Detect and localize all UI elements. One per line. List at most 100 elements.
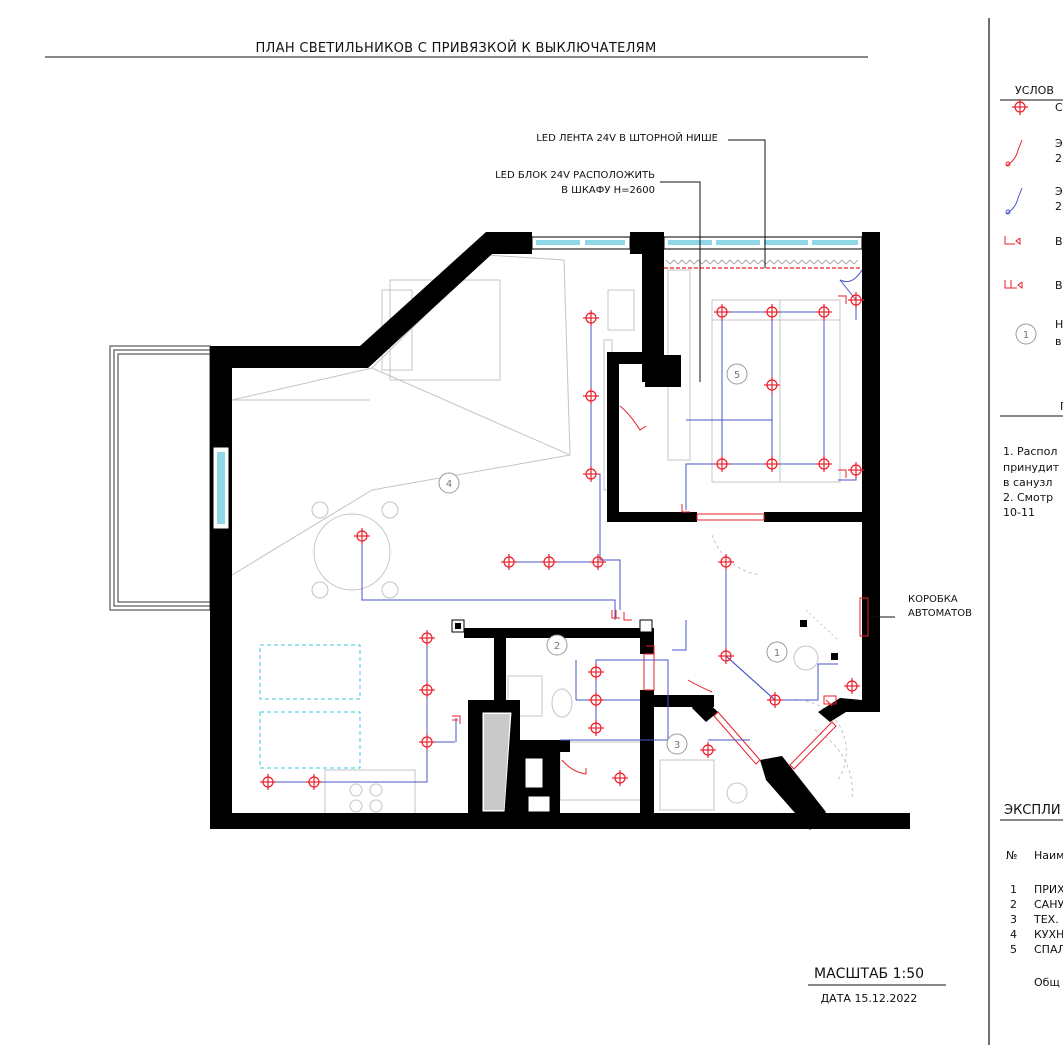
ceiling-light-icon	[717, 553, 735, 571]
ceiling-light-icon	[587, 663, 605, 681]
ceiling-light-icon	[418, 733, 436, 751]
breaker-box-label-1: КОРОБКА	[908, 594, 958, 605]
explication-row-5-no: 5	[1010, 943, 1017, 956]
breaker-box-label-2: АВТОМАТОВ	[908, 608, 972, 619]
notes-heading: П	[1060, 400, 1063, 413]
ceiling-light-icon	[587, 719, 605, 737]
ceiling-light-icon	[305, 773, 323, 791]
ceiling-light-icon	[815, 455, 833, 473]
room-number-1: 1	[774, 648, 780, 659]
ceiling-light-icon	[763, 455, 781, 473]
ceiling-light-icon	[843, 677, 861, 695]
ceiling-light-icon	[847, 461, 865, 479]
notes-line-4: 2. Смотр	[1003, 491, 1053, 504]
explication-row-3-no: 3	[1010, 913, 1017, 926]
ceiling-light-icon	[353, 527, 371, 545]
ceiling-light-icon	[763, 303, 781, 321]
switch-blue-icon	[1005, 187, 1023, 215]
shaft-fill	[484, 714, 510, 810]
legend-item-5: В	[1055, 279, 1063, 292]
junction-box-fill	[455, 623, 461, 629]
date-label: ДАТА 15.12.2022	[821, 992, 918, 1005]
junction-box	[831, 653, 838, 660]
explication-row-5-name: СПАЛ	[1034, 943, 1063, 956]
ceiling-light-icon	[713, 303, 731, 321]
explication-row-4-name: КУХН	[1034, 928, 1063, 941]
led-strip-label: LED ЛЕНТА 24V В ШТОРНОЙ НИШЕ	[536, 131, 718, 144]
legend-item-2-sub: 2	[1055, 152, 1062, 165]
ceiling-light-icon	[540, 553, 558, 571]
legend-item-2: Э	[1055, 137, 1063, 150]
kitchen-dashed-zones	[259, 644, 361, 769]
switch-red-icon	[1005, 139, 1023, 167]
ceiling-light-icon	[418, 681, 436, 699]
room-number-icon	[1015, 323, 1037, 345]
explication-col-name: Наим	[1034, 849, 1063, 862]
ceiling-light-icon	[582, 465, 600, 483]
led-block-label-1: LED БЛОК 24V РАСПОЛОЖИТЬ	[495, 170, 655, 181]
plan-title: ПЛАН СВЕТИЛЬНИКОВ С ПРИВЯЗКОЙ К ВЫКЛЮЧАТ…	[255, 40, 656, 56]
ceiling-light-icon	[582, 309, 600, 327]
explication-row-4-no: 4	[1010, 928, 1017, 941]
room-number-2: 2	[554, 641, 560, 652]
top-windows	[536, 240, 858, 245]
ceiling-light-icon	[582, 387, 600, 405]
room-number-3: 3	[674, 740, 680, 751]
doors	[643, 513, 837, 770]
led-strip-leader	[728, 139, 766, 268]
scale-label: МАСШТАБ 1:50	[814, 966, 924, 982]
led-block-leader	[660, 181, 701, 382]
led-block-label-2: В ШКАФУ Н=2600	[561, 185, 655, 196]
notes-line-5: 10-11	[1003, 506, 1035, 519]
room-number-5: 5	[734, 370, 740, 381]
explication-col-no: №	[1006, 849, 1017, 862]
explication-heading: ЭКСПЛИ	[1004, 803, 1061, 818]
notes-line-2: принудит	[1003, 461, 1060, 474]
ceiling-light-icon	[589, 553, 607, 571]
legend-item-4: В	[1055, 235, 1063, 248]
legend-item-1: С	[1055, 101, 1063, 114]
ceiling-light-icon	[587, 691, 605, 709]
ceiling-light-icon	[847, 291, 865, 309]
switch-red-icon-dot	[1005, 161, 1011, 167]
ceiling-light-icon	[611, 769, 629, 787]
legend-item-6-sub: в	[1055, 335, 1061, 348]
legend-item-6: Н	[1055, 318, 1063, 331]
left-window	[212, 446, 230, 530]
ceiling-light-icon	[713, 455, 731, 473]
explication-row-3-name: ТЕХ.	[1033, 913, 1059, 926]
legend-heading: УСЛОВ	[1015, 84, 1054, 97]
room-number-4: 4	[446, 479, 452, 490]
explication-total: Общ	[1034, 976, 1060, 989]
legend-badge: 1	[1023, 330, 1029, 341]
wiring-red	[561, 269, 863, 775]
explication-row-1-name: ПРИХ	[1034, 883, 1063, 896]
ceiling-light-icon	[259, 773, 277, 791]
notes: П 1. Распол принудит в санузл 2. Смотр 1…	[1000, 400, 1063, 519]
explication-row-1-no: 1	[1010, 883, 1017, 896]
notes-line-3: в санузл	[1003, 476, 1052, 489]
explication-row-2-no: 2	[1010, 898, 1017, 911]
balcony	[109, 345, 211, 611]
ceiling-light-icon	[418, 629, 436, 647]
ceiling-light-icon	[763, 376, 781, 394]
junction-box	[800, 620, 807, 627]
junction-box	[639, 619, 653, 633]
room-numbers: 1 2 3 4 5	[438, 363, 788, 755]
explication-table: ЭКСПЛИ № Наим 1 ПРИХ 2 САНУ 3 ТЕХ. 4 КУХ…	[1000, 803, 1063, 989]
ceiling-light-icon	[1011, 98, 1029, 116]
curtain	[665, 259, 859, 265]
explication-row-2-name: САНУ	[1034, 898, 1063, 911]
socket-single-icon	[1004, 236, 1021, 245]
ceiling-light-icon	[699, 741, 717, 759]
ceiling-light-icon	[815, 303, 833, 321]
legend: УСЛОВ С Э 2 Э 2 В В 1 Н в	[1000, 84, 1063, 348]
socket-double-icon	[1004, 280, 1023, 289]
notes-line-1: 1. Распол	[1003, 445, 1057, 458]
ceiling-light-icon	[500, 553, 518, 571]
furniture-layer	[231, 254, 853, 815]
legend-item-3-sub: 2	[1055, 200, 1062, 213]
switch-marks	[452, 295, 847, 724]
legend-item-3: Э	[1055, 185, 1063, 198]
